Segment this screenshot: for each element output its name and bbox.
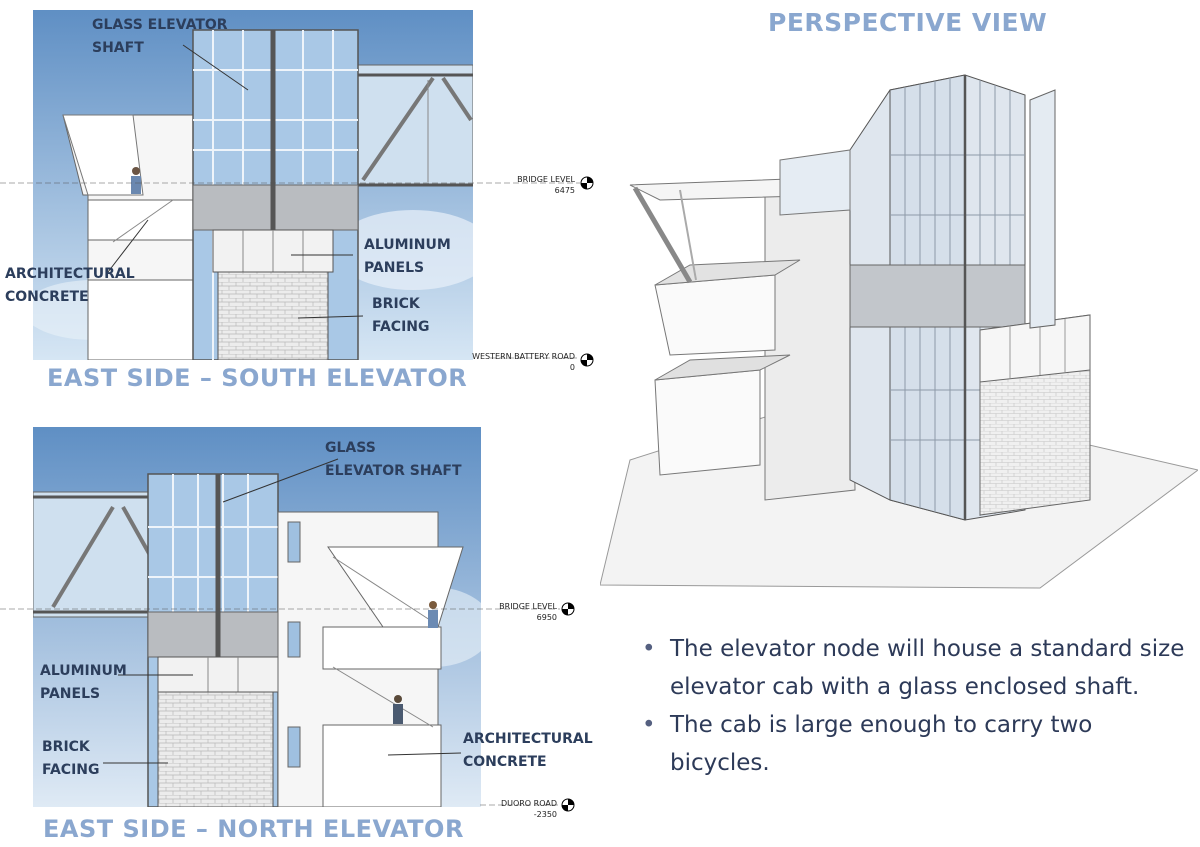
datum-symbol-icon [561,798,575,812]
perspective-caption: PERSPECTIVE VIEW [768,8,1048,37]
south-label-architectural-concrete: ARCHITECTURAL CONCRETE [5,266,135,305]
level-name: BRIDGE LEVEL [517,175,575,184]
bullet-item: The elevator node will house a standard … [640,630,1195,706]
south-label-glass-shaft: GLASS ELEVATOR SHAFT [92,17,228,56]
north-level-road: DUORO ROAD -2350 [501,798,557,820]
north-label-brick-facing: BRICK FACING [42,739,100,778]
north-label-aluminum-panels: ALUMINUM PANELS [40,663,127,702]
bullet-item: The cab is large enough to carry two bic… [640,706,1195,782]
north-elevation-drawing [33,427,481,807]
level-value: -2350 [533,810,557,819]
south-elevation-drawing [33,10,473,360]
datum-symbol-icon [561,602,575,616]
south-label-brick-facing: BRICK FACING [372,296,430,335]
level-name: BRIDGE LEVEL [499,602,557,611]
south-elevation-caption: EAST SIDE – SOUTH ELEVATOR [47,364,468,392]
north-level-bridge: BRIDGE LEVEL 6950 [499,601,557,623]
datum-symbol-icon [580,176,594,190]
south-level-markers [0,176,594,367]
level-value: 6950 [536,613,557,622]
south-level-bridge: BRIDGE LEVEL 6475 [517,174,575,196]
description-bullets: The elevator node will house a standard … [640,630,1195,782]
level-value: 6475 [554,186,575,195]
north-label-glass-shaft: GLASS ELEVATOR SHAFT [325,440,462,479]
datum-symbol-icon [580,353,594,367]
south-label-aluminum-panels: ALUMINUM PANELS [364,237,451,276]
level-value: 0 [569,363,575,372]
level-name: WESTERN BATTERY ROAD [472,352,575,361]
south-level-road: WESTERN BATTERY ROAD 0 [472,351,575,373]
level-name: DUORO ROAD [500,799,557,808]
north-elevation-caption: EAST SIDE – NORTH ELEVATOR [43,815,464,843]
perspective-drawing [600,60,1198,590]
north-label-architectural-concrete: ARCHITECTURAL CONCRETE [463,731,593,770]
